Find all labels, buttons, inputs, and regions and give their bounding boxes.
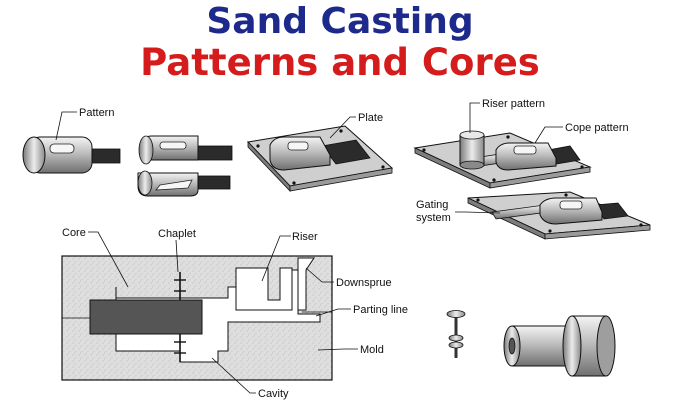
label-riser-pattern: Riser pattern <box>482 98 545 110</box>
label-plate: Plate <box>358 112 383 124</box>
label-cope-pattern: Cope pattern <box>565 122 629 134</box>
label-riser: Riser <box>292 231 318 243</box>
title-line-2: Patterns and Cores <box>140 41 540 84</box>
plate-illustration <box>246 125 394 192</box>
label-cavity: Cavity <box>258 388 289 400</box>
split-pattern-illustration <box>137 135 233 197</box>
core-closeup <box>503 315 616 377</box>
gating-plate-illustration <box>467 191 651 240</box>
label-gating-line1: Gating <box>416 199 448 211</box>
label-chaplet: Chaplet <box>158 228 196 240</box>
leader-lines <box>55 102 563 394</box>
label-pattern: Pattern <box>79 107 114 119</box>
mold-cross-section <box>61 255 333 381</box>
label-mold: Mold <box>360 344 384 356</box>
pattern-illustration <box>22 136 121 174</box>
cope-pattern-illustration <box>413 130 592 189</box>
label-gating-line2: system <box>416 212 451 224</box>
title-line-1: Sand Casting <box>206 1 474 42</box>
label-parting-line: Parting line <box>353 304 408 316</box>
chaplet-closeup <box>446 310 466 358</box>
label-core: Core <box>62 227 86 239</box>
label-downsprue: Downsprue <box>336 277 392 289</box>
